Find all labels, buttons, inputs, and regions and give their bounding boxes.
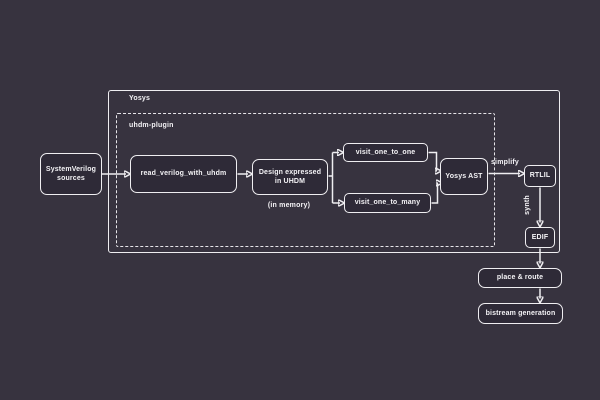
node-visit-one-to-one: visit_one_to_one	[343, 143, 428, 162]
simplify-edge-label: simplify	[490, 159, 520, 166]
node-place-and-route: place & route	[478, 268, 562, 288]
yosys-container	[108, 90, 560, 253]
uhdm-plugin-container	[116, 113, 495, 247]
node-read-verilog-with-uhdm: read_verilog_with_uhdm	[130, 155, 237, 193]
node-visit-one-to-many: visit_one_to_many	[344, 193, 431, 213]
node-yosys-ast: Yosys AST	[440, 158, 488, 195]
node-bistream-generation: bistream generation	[478, 303, 563, 324]
node-systemverilog-sources: SystemVerilog sources	[40, 153, 102, 195]
node-rtlil: RTLIL	[524, 165, 556, 187]
in-memory-note: (in memory)	[267, 202, 311, 209]
yosys-container-label: Yosys	[129, 95, 151, 102]
node-design-expressed-in-uhdm: Design expressed in UHDM	[252, 159, 328, 195]
uhdm-plugin-container-label: uhdm-plugin	[129, 121, 174, 129]
synth-edge-label: synth	[524, 195, 531, 215]
node-edif: EDIF	[525, 227, 555, 248]
